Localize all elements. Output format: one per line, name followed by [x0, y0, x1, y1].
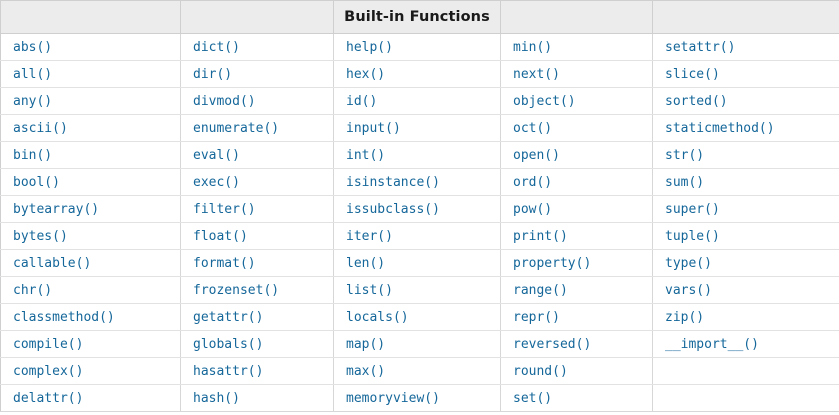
table-row: complex()hasattr()max()round() — [0, 357, 839, 385]
builtin-function-cell[interactable]: round() — [500, 357, 653, 385]
builtin-function-cell[interactable]: len() — [333, 249, 501, 277]
builtin-function-cell[interactable]: getattr() — [180, 303, 334, 331]
builtin-function-cell[interactable]: float() — [180, 222, 334, 250]
table-header-row: Built-in Functions — [0, 0, 839, 34]
builtin-function-cell[interactable]: oct() — [500, 114, 653, 142]
table-header-blank-2 — [180, 0, 334, 34]
builtin-function-cell[interactable]: map() — [333, 330, 501, 358]
builtin-function-cell[interactable]: any() — [0, 87, 181, 115]
builtin-function-cell[interactable]: classmethod() — [0, 303, 181, 331]
table-header-blank-1 — [0, 0, 181, 34]
table-row: delattr()hash()memoryview()set() — [0, 384, 839, 412]
builtin-function-cell[interactable]: exec() — [180, 168, 334, 196]
builtin-function-cell[interactable]: max() — [333, 357, 501, 385]
table-row: any()divmod()id()object()sorted() — [0, 87, 839, 115]
builtin-function-cell[interactable]: vars() — [652, 276, 839, 304]
builtin-function-cell[interactable]: dir() — [180, 60, 334, 88]
builtin-function-cell[interactable]: ord() — [500, 168, 653, 196]
builtin-function-cell[interactable]: hex() — [333, 60, 501, 88]
builtin-function-cell[interactable]: __import__() — [652, 330, 839, 358]
builtin-function-cell[interactable]: list() — [333, 276, 501, 304]
table-row: callable()format()len()property()type() — [0, 249, 839, 277]
builtin-function-cell[interactable]: filter() — [180, 195, 334, 223]
builtin-function-cell[interactable]: enumerate() — [180, 114, 334, 142]
builtin-function-cell[interactable]: issubclass() — [333, 195, 501, 223]
builtin-function-cell[interactable]: ascii() — [0, 114, 181, 142]
builtin-function-cell[interactable]: zip() — [652, 303, 839, 331]
table-row: bytearray()filter()issubclass()pow()supe… — [0, 195, 839, 223]
builtin-function-cell[interactable]: divmod() — [180, 87, 334, 115]
builtin-function-cell[interactable]: abs() — [0, 33, 181, 61]
table-row: chr()frozenset()list()range()vars() — [0, 276, 839, 304]
table-row: abs()dict()help()min()setattr() — [0, 33, 839, 61]
builtin-function-cell[interactable]: str() — [652, 141, 839, 169]
builtin-function-cell[interactable]: callable() — [0, 249, 181, 277]
table-header-blank-4 — [500, 0, 653, 34]
builtin-function-cell[interactable]: format() — [180, 249, 334, 277]
builtin-function-cell[interactable]: property() — [500, 249, 653, 277]
builtin-function-cell[interactable]: open() — [500, 141, 653, 169]
builtin-function-cell[interactable]: globals() — [180, 330, 334, 358]
table-row: ascii()enumerate()input()oct()staticmeth… — [0, 114, 839, 142]
table-header-blank-5 — [652, 0, 839, 34]
builtin-function-cell[interactable]: repr() — [500, 303, 653, 331]
builtin-function-cell[interactable]: range() — [500, 276, 653, 304]
builtin-function-cell[interactable]: setattr() — [652, 33, 839, 61]
table-body: abs()dict()help()min()setattr()all()dir(… — [0, 33, 839, 412]
builtin-function-cell[interactable]: complex() — [0, 357, 181, 385]
builtin-function-cell[interactable]: bool() — [0, 168, 181, 196]
builtin-function-cell[interactable]: pow() — [500, 195, 653, 223]
builtin-function-cell[interactable]: object() — [500, 87, 653, 115]
builtin-function-cell[interactable]: delattr() — [0, 384, 181, 412]
builtin-function-cell[interactable]: bytearray() — [0, 195, 181, 223]
builtin-function-cell[interactable]: staticmethod() — [652, 114, 839, 142]
builtin-function-cell[interactable]: next() — [500, 60, 653, 88]
table-row: all()dir()hex()next()slice() — [0, 60, 839, 88]
builtin-function-cell[interactable]: hasattr() — [180, 357, 334, 385]
builtin-function-cell[interactable]: tuple() — [652, 222, 839, 250]
builtin-function-cell[interactable]: id() — [333, 87, 501, 115]
builtin-function-cell[interactable]: bytes() — [0, 222, 181, 250]
builtin-function-cell[interactable]: slice() — [652, 60, 839, 88]
builtin-function-cell[interactable]: dict() — [180, 33, 334, 61]
builtin-function-cell[interactable]: input() — [333, 114, 501, 142]
builtin-function-cell[interactable]: bin() — [0, 141, 181, 169]
builtin-function-cell[interactable]: reversed() — [500, 330, 653, 358]
builtin-function-cell[interactable]: frozenset() — [180, 276, 334, 304]
table-title: Built-in Functions — [333, 0, 501, 34]
table-row: bin()eval()int()open()str() — [0, 141, 839, 169]
builtin-function-cell[interactable]: sum() — [652, 168, 839, 196]
builtin-function-cell[interactable]: isinstance() — [333, 168, 501, 196]
builtin-function-cell[interactable]: print() — [500, 222, 653, 250]
empty-cell — [652, 384, 839, 412]
table-row: classmethod()getattr()locals()repr()zip(… — [0, 303, 839, 331]
builtin-function-cell[interactable]: set() — [500, 384, 653, 412]
builtin-function-cell[interactable]: hash() — [180, 384, 334, 412]
builtin-function-cell[interactable]: type() — [652, 249, 839, 277]
builtin-function-cell[interactable]: compile() — [0, 330, 181, 358]
builtin-function-cell[interactable]: locals() — [333, 303, 501, 331]
table-row: bytes()float()iter()print()tuple() — [0, 222, 839, 250]
builtin-function-cell[interactable]: chr() — [0, 276, 181, 304]
builtin-function-cell[interactable]: eval() — [180, 141, 334, 169]
builtin-function-cell[interactable]: super() — [652, 195, 839, 223]
builtin-function-cell[interactable]: sorted() — [652, 87, 839, 115]
builtin-function-cell[interactable]: help() — [333, 33, 501, 61]
builtin-function-cell[interactable]: iter() — [333, 222, 501, 250]
table-row: compile()globals()map()reversed()__impor… — [0, 330, 839, 358]
table-row: bool()exec()isinstance()ord()sum() — [0, 168, 839, 196]
builtin-function-cell[interactable]: all() — [0, 60, 181, 88]
builtin-function-cell[interactable]: int() — [333, 141, 501, 169]
builtin-function-cell[interactable]: min() — [500, 33, 653, 61]
empty-cell — [652, 357, 839, 385]
table-header: Built-in Functions — [0, 0, 839, 34]
builtin-function-cell[interactable]: memoryview() — [333, 384, 501, 412]
